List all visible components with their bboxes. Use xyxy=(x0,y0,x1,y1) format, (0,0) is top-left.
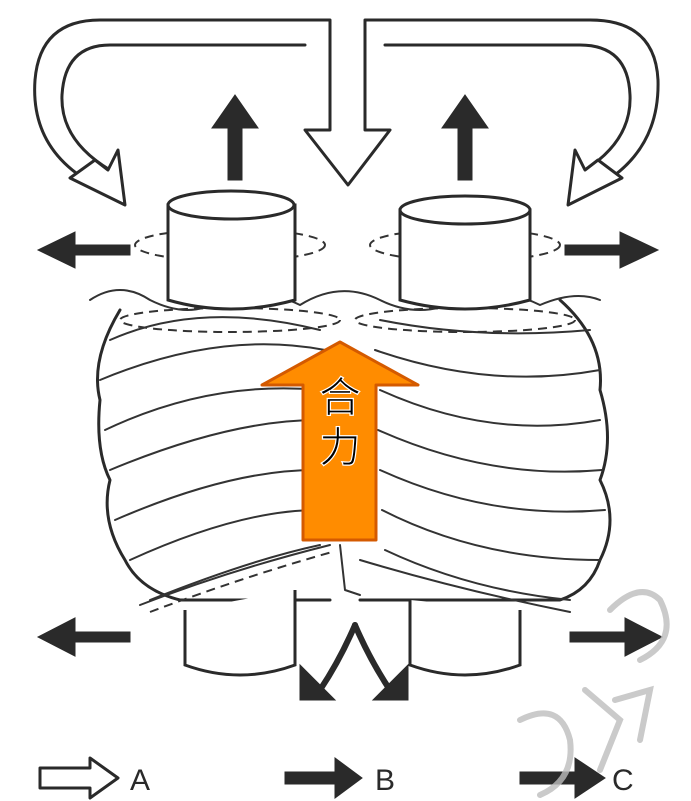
bottom-split-arrows xyxy=(299,622,409,701)
arrow-left-top xyxy=(36,231,131,269)
legend-label-c: C xyxy=(612,764,634,797)
shaft-right-top xyxy=(398,208,532,311)
legend-label-b: B xyxy=(375,764,395,797)
arrow-up-left xyxy=(211,94,259,181)
flow-arrow-center xyxy=(303,20,392,187)
resultant-force-arrow: 合 力 xyxy=(260,340,420,542)
flow-arrow-right-head xyxy=(566,148,624,207)
resultant-arrow-shape xyxy=(260,340,420,542)
legend-solid-arrow-icon xyxy=(284,757,363,799)
legend-item-a: A xyxy=(38,756,150,800)
watermark xyxy=(517,589,670,798)
shafts-top xyxy=(119,189,576,333)
legend-outline-arrow-icon xyxy=(38,756,120,800)
radial-force-arrows xyxy=(36,231,664,657)
legend: A B C xyxy=(38,756,634,800)
flow-arrow-left-head xyxy=(68,148,127,207)
arrow-right-bottom xyxy=(569,617,664,657)
arrow-left-bottom xyxy=(36,617,131,657)
legend-item-b: B xyxy=(284,757,395,799)
arrow-right-top xyxy=(564,231,660,269)
return-flow-loop xyxy=(33,18,660,207)
shaft-right-bottom xyxy=(408,600,522,677)
shaft-left-bottom xyxy=(183,590,297,677)
resultant-label-char-2: 力 xyxy=(319,424,361,471)
arrow-up-right xyxy=(441,94,489,181)
shafts-bottom xyxy=(183,590,522,677)
shaft-left-top xyxy=(166,203,297,311)
legend-label-a: A xyxy=(130,764,150,797)
resultant-label-char-1: 合 xyxy=(319,374,361,421)
legend-item-c: C xyxy=(519,757,634,799)
axial-force-arrows-top xyxy=(211,94,489,181)
